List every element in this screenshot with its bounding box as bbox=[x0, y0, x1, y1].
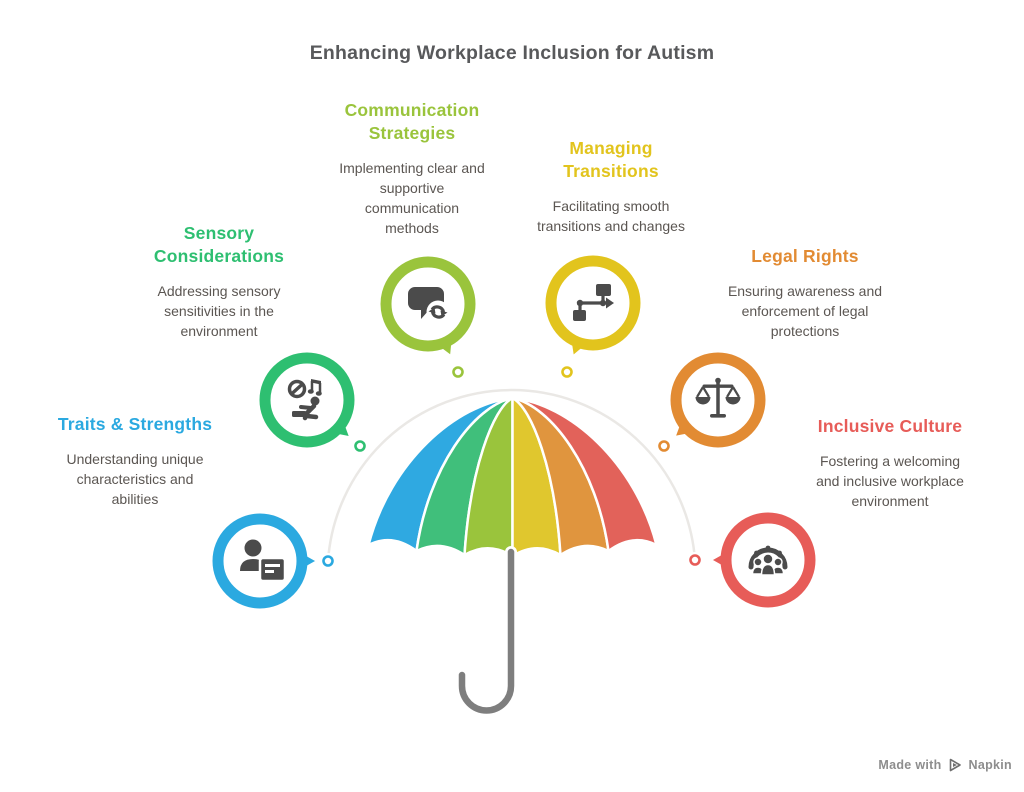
anchor-dot-legal bbox=[656, 438, 672, 454]
node-title-sensory: Sensory Considerations bbox=[153, 223, 285, 266]
page-title: Enhancing Workplace Inclusion for Autism bbox=[309, 42, 715, 64]
node-description-communication: Implementing clear and supportive commun… bbox=[339, 160, 485, 236]
anchor-dot-sensory bbox=[352, 438, 368, 454]
anchor-dot-culture bbox=[687, 552, 703, 568]
node-label-legal: Legal Rights Ensuring awareness and enfo… bbox=[693, 245, 918, 341]
node-label-communication: Communication Strategies Implementing cl… bbox=[297, 99, 527, 238]
flowchart-icon bbox=[573, 284, 614, 321]
node-bubble-sensory bbox=[259, 352, 355, 448]
node-bubble-communication bbox=[380, 256, 476, 360]
node-title-culture: Inclusive Culture bbox=[817, 416, 963, 436]
person-profile-icon bbox=[240, 539, 287, 583]
people-group-icon bbox=[748, 545, 788, 576]
made-with-text: Made with bbox=[878, 758, 942, 772]
node-description-traits: Understanding unique characteristics and… bbox=[66, 451, 204, 507]
node-title-communication: Communication Strategies bbox=[344, 100, 480, 143]
anchor-dot-traits bbox=[320, 553, 336, 569]
connector-arc bbox=[326, 388, 697, 562]
node-bubble-legal bbox=[670, 352, 766, 448]
node-bubble-transitions bbox=[545, 255, 641, 361]
node-bubble-culture bbox=[706, 512, 816, 608]
node-title-traits: Traits & Strengths bbox=[57, 414, 213, 434]
arc-anchor-dots bbox=[320, 364, 703, 569]
umbrella-handle bbox=[456, 546, 517, 717]
node-label-sensory: Sensory Considerations Addressing sensor… bbox=[112, 222, 327, 341]
anchor-dot-communication bbox=[450, 364, 466, 380]
speech-refresh-icon bbox=[408, 287, 450, 324]
made-with-napkin-link[interactable]: Made with Napkin bbox=[878, 758, 1012, 772]
node-label-transitions: Managing Transitions Facilitating smooth… bbox=[496, 137, 726, 236]
sensory-awareness-icon bbox=[287, 379, 322, 421]
node-description-culture: Fostering a welcoming and inclusive work… bbox=[816, 453, 964, 509]
umbrella-panel-red bbox=[511, 396, 658, 553]
node-description-transitions: Facilitating smooth transitions and chan… bbox=[537, 198, 685, 234]
node-label-traits: Traits & Strengths Understanding unique … bbox=[28, 413, 243, 509]
umbrella-icon bbox=[367, 396, 658, 558]
node-description-legal: Ensuring awareness and enforcement of le… bbox=[727, 283, 883, 339]
bubble-ring bbox=[259, 352, 355, 448]
scales-icon bbox=[695, 377, 741, 418]
node-title-legal: Legal Rights bbox=[751, 246, 859, 266]
node-label-culture: Inclusive Culture Fostering a welcoming … bbox=[778, 415, 1003, 511]
brand-text: Napkin bbox=[968, 758, 1012, 772]
napkin-logo-icon bbox=[949, 758, 962, 772]
node-description-sensory: Addressing sensory sensitivities in the … bbox=[157, 283, 281, 339]
anchor-dot-transitions bbox=[559, 364, 575, 380]
node-title-transitions: Managing Transitions bbox=[563, 138, 659, 181]
node-bubble-traits bbox=[212, 513, 322, 609]
